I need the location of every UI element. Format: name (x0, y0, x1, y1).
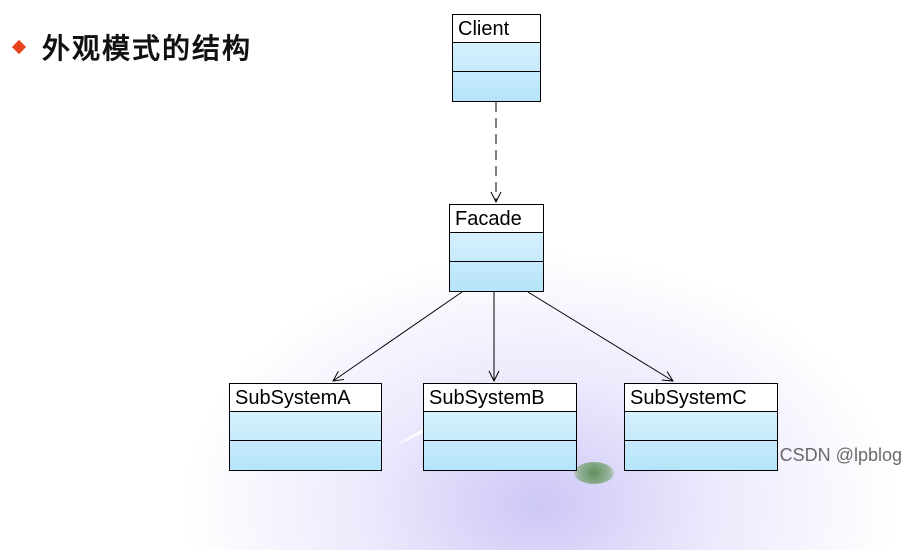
class-operations-compartment (230, 441, 381, 469)
class-box-facade[interactable]: Facade (449, 204, 544, 292)
class-operations-compartment (424, 441, 576, 469)
class-attributes-compartment (424, 412, 576, 441)
class-attributes-compartment (625, 412, 777, 441)
slide-title: 外观模式的结构 (11, 30, 253, 65)
slide-title-text: 外观模式的结构 (42, 32, 253, 65)
class-attributes-compartment (230, 412, 381, 441)
class-attributes-compartment (453, 43, 540, 72)
facade-to-subsystem-c-association (527, 291, 673, 381)
class-box-subsystem-c[interactable]: SubSystemC (624, 383, 778, 471)
class-operations-compartment (625, 441, 777, 469)
class-name-client: Client (453, 15, 540, 43)
class-box-subsystem-b[interactable]: SubSystemB (423, 383, 577, 471)
watermark: CSDN @lpblog (779, 445, 902, 465)
class-operations-compartment (450, 262, 543, 290)
class-name-subsystem-b: SubSystemB (424, 384, 576, 412)
class-name-subsystem-a: SubSystemA (230, 384, 381, 412)
class-name-facade: Facade (450, 205, 543, 233)
class-operations-compartment (453, 72, 540, 100)
facade-to-subsystem-a-association (333, 291, 463, 381)
class-attributes-compartment (450, 233, 543, 262)
class-name-subsystem-c: SubSystemC (625, 384, 777, 412)
class-box-subsystem-a[interactable]: SubSystemA (229, 383, 382, 471)
relation-lines (0, 102, 916, 476)
class-box-client[interactable]: Client (452, 14, 541, 102)
